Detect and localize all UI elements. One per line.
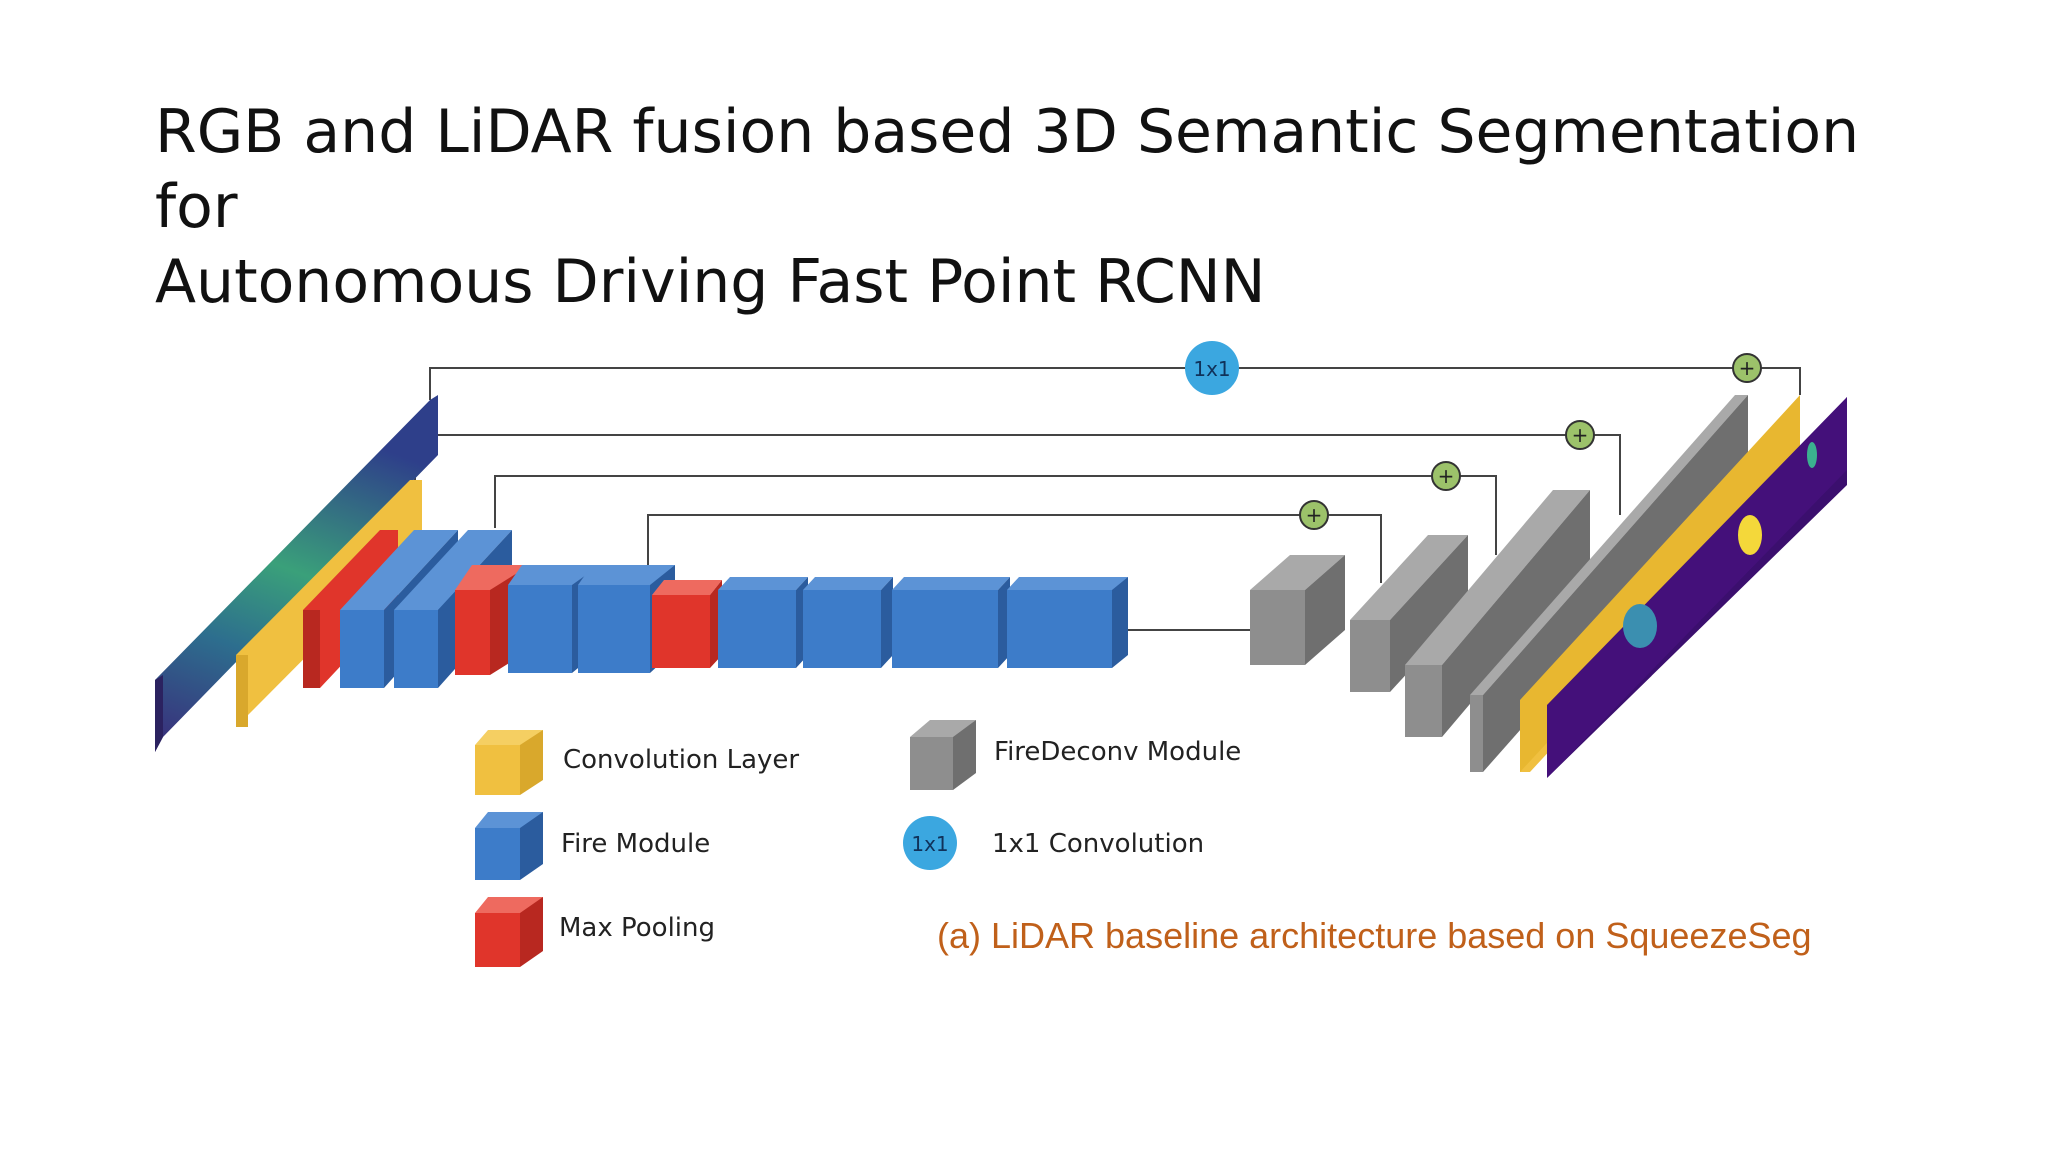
legend-conv1x1-icon bbox=[903, 816, 957, 870]
sum-node-2-symbol: + bbox=[1572, 423, 1589, 447]
legend-conv1x1-icon-label: 1x1 bbox=[911, 832, 948, 856]
legend-fire-module: Fire Module bbox=[475, 812, 710, 880]
skip-line-4 bbox=[647, 514, 1382, 583]
figure-caption: (a) LiDAR baseline architecture based on… bbox=[937, 915, 1812, 956]
sum-node-1-symbol: + bbox=[1739, 356, 1756, 380]
legend-fire-module-label: Fire Module bbox=[561, 829, 710, 859]
skip-line-3 bbox=[494, 475, 1497, 555]
fire-block-5 bbox=[718, 577, 808, 668]
legend-convolution-layer-label: Convolution Layer bbox=[563, 745, 799, 775]
slide-title: RGB and LiDAR fusion based 3D Semantic S… bbox=[155, 95, 1955, 320]
skip-conv1x1-label: 1x1 bbox=[1193, 357, 1230, 381]
fire-block-7 bbox=[892, 577, 1010, 668]
sum-node-3: + bbox=[1431, 461, 1461, 491]
firedeconv-block-1 bbox=[1250, 555, 1345, 665]
legend-convolution-layer: Convolution Layer bbox=[475, 730, 799, 795]
legend-firedeconv-module-label: FireDeconv Module bbox=[994, 737, 1241, 767]
slide-title-line-1: RGB and LiDAR fusion based 3D Semantic S… bbox=[155, 97, 1860, 242]
legend-conv1x1: 1x1 1x1 Convolution bbox=[903, 816, 1204, 870]
legend-max-pooling: Max Pooling bbox=[475, 897, 715, 967]
sum-node-1: + bbox=[1732, 353, 1762, 383]
sum-node-2: + bbox=[1565, 420, 1595, 450]
segmented-car-shape bbox=[1623, 604, 1657, 648]
sum-node-3-symbol: + bbox=[1438, 464, 1455, 488]
firedeconv-block-3 bbox=[1405, 490, 1590, 737]
segmented-pedestrian-shape bbox=[1807, 442, 1817, 468]
sum-node-4: + bbox=[1299, 500, 1329, 530]
slide-title-line-2: Autonomous Driving Fast Point RCNN bbox=[155, 247, 1266, 317]
legend-conv1x1-label: 1x1 Convolution bbox=[992, 829, 1204, 859]
firedeconv-block-2 bbox=[1350, 535, 1468, 692]
fire-block-8 bbox=[1007, 577, 1128, 668]
sum-node-4-symbol: + bbox=[1306, 503, 1323, 527]
legend: Convolution Layer Fire Module Max Poolin… bbox=[475, 720, 1241, 967]
output-segmentation-slab bbox=[1547, 397, 1847, 778]
maxpool-block-3 bbox=[652, 580, 722, 668]
input-lidar-slab bbox=[155, 395, 438, 752]
skip-conv1x1-node: 1x1 bbox=[1185, 341, 1239, 395]
legend-firedeconv-module: FireDeconv Module bbox=[910, 720, 1241, 790]
fire-block-6 bbox=[803, 577, 893, 668]
legend-max-pooling-label: Max Pooling bbox=[559, 913, 715, 943]
skip-line-outer bbox=[429, 367, 1801, 400]
segmented-cyclist-shape bbox=[1738, 515, 1762, 555]
